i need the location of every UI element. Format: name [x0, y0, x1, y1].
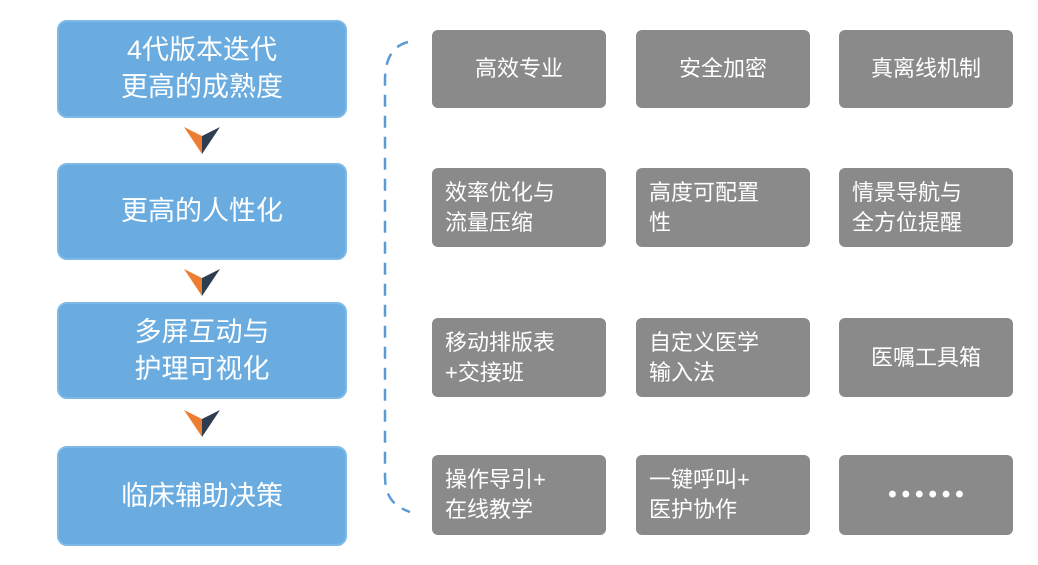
feature-cell: 高度可配置 性 — [636, 168, 810, 247]
feature-cell: 移动排版表 +交接班 — [432, 318, 606, 397]
feature-cell: 情景导航与 全方位提醒 — [839, 168, 1013, 247]
down-arrow-icon — [184, 269, 220, 296]
down-arrow-icon — [184, 127, 220, 154]
flow-step-clinical-decision: 临床辅助决策 — [57, 446, 347, 546]
feature-cell: 操作导引+ 在线教学 — [432, 455, 606, 535]
feature-cell: 效率优化与 流量压缩 — [432, 168, 606, 247]
feature-cell-ellipsis: •••••• — [839, 455, 1013, 535]
flow-step-multiscreen: 多屏互动与 护理可视化 — [57, 302, 347, 399]
dashed-brace-icon — [383, 40, 411, 514]
feature-cell: 高效专业 — [432, 30, 606, 108]
feature-cell: 安全加密 — [636, 30, 810, 108]
feature-cell: 自定义医学 输入法 — [636, 318, 810, 397]
down-arrow-icon — [184, 410, 220, 437]
feature-cell: 真离线机制 — [839, 30, 1013, 108]
flow-step-version-iteration: 4代版本迭代 更高的成熟度 — [57, 20, 347, 118]
feature-cell: 医嘱工具箱 — [839, 318, 1013, 397]
flow-step-humanization: 更高的人性化 — [57, 163, 347, 260]
feature-cell: 一键呼叫+ 医护协作 — [636, 455, 810, 535]
